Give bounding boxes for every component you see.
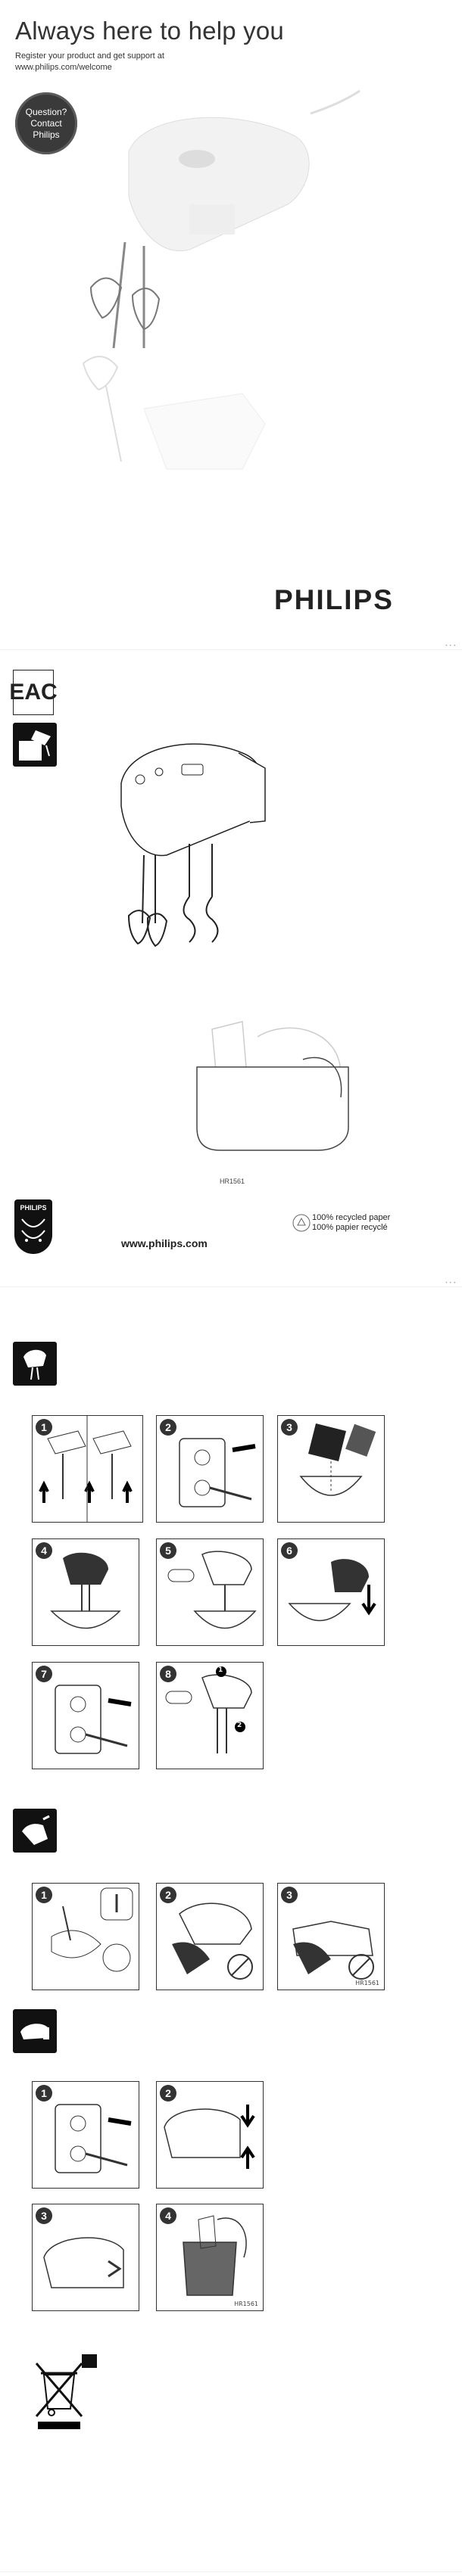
philips-logo: PHILIPS: [274, 584, 394, 616]
usage-step-4: 4: [32, 1538, 139, 1646]
storage-model-label: HR1561: [234, 2301, 258, 2307]
cleaning-step-2: 2: [156, 1883, 264, 1990]
usage-step-8: 8 1 2: [156, 1662, 264, 1769]
step-number: 3: [281, 1887, 298, 1903]
step-number: 4: [36, 1542, 52, 1559]
usage-step-6: 6: [277, 1538, 385, 1646]
storage-step-1: 1: [32, 2081, 139, 2189]
usage-step-1: 1: [32, 1415, 143, 1523]
cover-title: Always here to help you: [15, 17, 284, 45]
badge-line-3: Philips: [33, 129, 59, 141]
usage-step-2: 2: [156, 1415, 264, 1523]
storage-step-3: 3: [32, 2204, 139, 2311]
cleaning-hand-icon: [13, 1809, 57, 1853]
unpack-box-icon: [13, 723, 57, 767]
cleaning-model-label: HR1561: [355, 1980, 379, 1986]
cover-mixer-illustration: [61, 76, 364, 499]
usage-step-7: 7: [32, 1662, 139, 1769]
step-number: 2: [160, 1887, 176, 1903]
hand-mixer-icon: [13, 1342, 57, 1386]
step-number: 6: [281, 1542, 298, 1559]
step-number: 5: [160, 1542, 176, 1559]
step-number: 8: [160, 1666, 176, 1682]
step-number: 1: [36, 1887, 52, 1903]
philips-shield-logo: PHILIPS: [14, 1199, 52, 1254]
welcome-url[interactable]: www.philips.com/welcome: [15, 63, 112, 72]
cleaning-step-1: 1: [32, 1883, 139, 1990]
step-number: 1: [36, 1419, 52, 1436]
step-number: 7: [36, 1666, 52, 1682]
recycle-icon: [292, 1213, 311, 1233]
eac-mark: EAC: [13, 670, 54, 715]
step-number: 3: [281, 1419, 298, 1436]
recycle-text: 100% recycled paper 100% papier recyclé: [312, 1213, 390, 1233]
sub-badge-2: 2: [237, 1722, 242, 1729]
stand-illustration: [174, 1014, 356, 1188]
mixer-overview-illustration: [114, 723, 288, 965]
philips-website[interactable]: www.philips.com: [121, 1237, 208, 1249]
step-number: 2: [160, 1419, 176, 1436]
model-label: HR1561: [220, 1178, 245, 1185]
crossed-bin-icon: [30, 2352, 106, 2435]
step-number: 1: [36, 2085, 52, 2102]
cleaning-step-3: 3 HR1561: [277, 1883, 385, 1990]
usage-step-5: 5: [156, 1538, 264, 1646]
shield-text: PHILIPS: [14, 1199, 52, 1212]
register-text: Register your product and get support at: [15, 51, 164, 61]
step-number: 3: [36, 2207, 52, 2224]
recycle-line-2: 100% papier recyclé: [312, 1223, 390, 1233]
storage-step-2: 2: [156, 2081, 264, 2189]
storage-mixer-icon: [13, 2009, 57, 2053]
storage-step-4: 4 HR1561: [156, 2204, 264, 2311]
usage-step-3: 3: [277, 1415, 385, 1523]
step-number: 4: [160, 2207, 176, 2224]
step-number: 2: [160, 2085, 176, 2102]
badge-line-2: Contact: [30, 118, 61, 129]
recycle-line-1: 100% recycled paper: [312, 1213, 390, 1223]
sub-badge-1: 1: [218, 1666, 223, 1674]
